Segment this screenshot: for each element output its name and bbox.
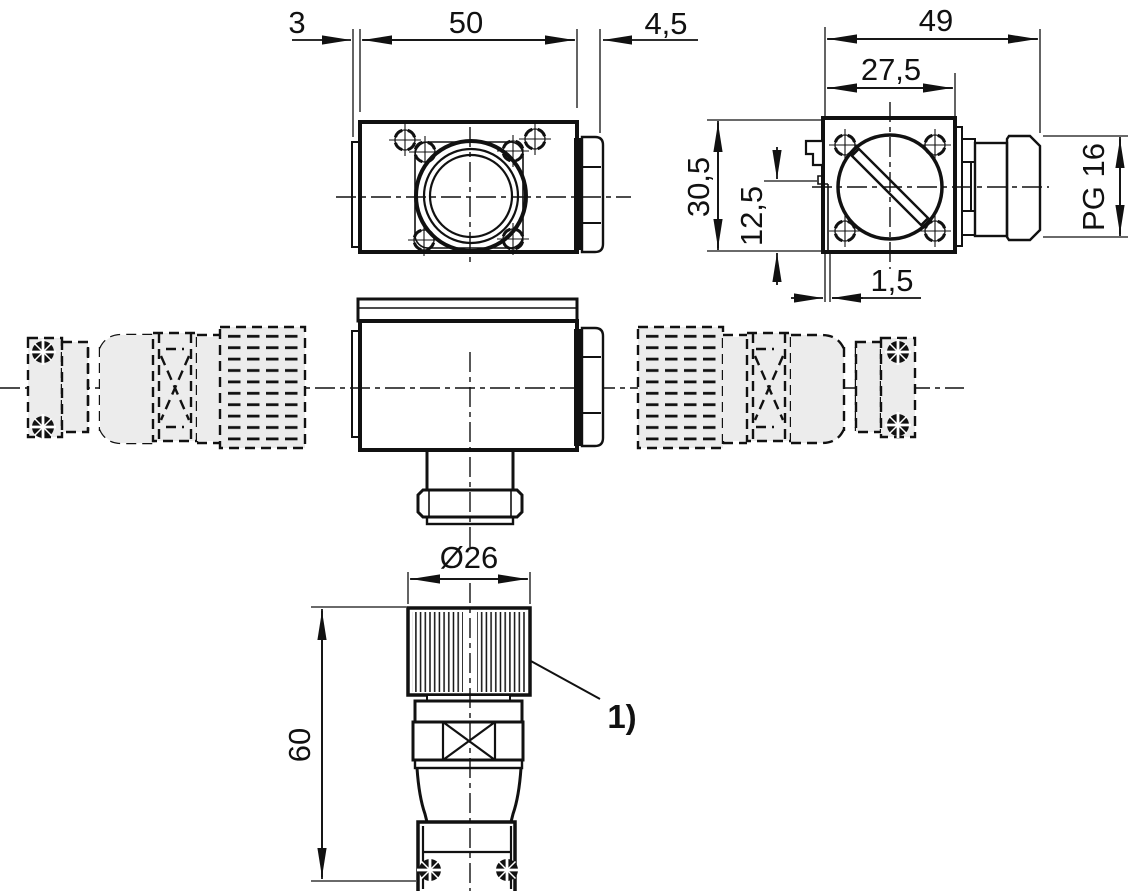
footnote-ref-label: 1) [607, 698, 636, 735]
band-x-mark [442, 721, 496, 761]
phantom-body-block [854, 340, 883, 434]
dim-label-3: 3 [288, 5, 305, 40]
gland-thread-cap [1005, 134, 1042, 242]
screw-hole-icon [495, 133, 531, 169]
dim-label-30-5: 30,5 [681, 157, 716, 217]
mating-connector-right-phantom [636, 325, 917, 450]
socket-bore-outer [414, 139, 528, 253]
front-view [0, 297, 964, 547]
housing-front [351, 297, 605, 547]
socket-ring [416, 488, 524, 519]
socket-bore-middle [422, 147, 520, 245]
phantom-bell [791, 428, 846, 445]
gland-barrel [973, 141, 1009, 238]
plug-bell-right [509, 767, 523, 823]
dim-label-1-5: 1,5 [870, 263, 913, 298]
housing-tab [804, 139, 825, 167]
terminal-block [416, 820, 517, 891]
gland-ear-bottom [961, 210, 976, 236]
phantom-x-mark [753, 355, 785, 421]
dim-label-50: 50 [449, 5, 483, 40]
screw-hole-icon [917, 127, 953, 163]
housing-cover [356, 297, 579, 323]
top-view: 3 50 4,5 [288, 5, 698, 266]
plug-collar [413, 699, 524, 724]
phantom-fill [723, 337, 747, 441]
dim-label-12-5: 12,5 [734, 186, 769, 246]
knurl-lines [412, 612, 463, 692]
gland-nut [580, 135, 605, 254]
knurl-lines [477, 612, 527, 692]
gland-waist [961, 161, 972, 212]
knurl-dashes [224, 332, 301, 443]
screw-head-icon [415, 855, 445, 885]
phantom-body-block [60, 340, 90, 434]
screw-hole-icon [827, 213, 863, 249]
gland-flange-bar [574, 138, 582, 250]
dim-label-dia26: Ø26 [440, 540, 499, 575]
phantom-bell-fill [100, 335, 155, 443]
dim-label-60: 60 [282, 728, 317, 762]
phantom-bell-fill [791, 335, 844, 443]
gland-nut [580, 326, 605, 448]
screw-hole-icon [517, 121, 553, 157]
phantom-fill [197, 337, 220, 441]
dim-label-4-5: 4,5 [644, 6, 687, 41]
footnote-leader-line [528, 659, 601, 700]
gland-flange-bar [574, 329, 582, 446]
gland-ear-top [961, 138, 976, 163]
socket-bore-inner [428, 153, 514, 239]
side-view: 49 27,5 30,5 12,5 [681, 3, 1128, 303]
plug-bell-left [415, 767, 429, 823]
phantom-bell [791, 333, 846, 350]
housing-outline [358, 319, 579, 452]
dim-label-27-5: 27,5 [861, 52, 921, 87]
plug-view: Ø26 60 1) [282, 540, 637, 891]
dim-label-49: 49 [919, 3, 953, 38]
dim-label-pg16: PG 16 [1076, 143, 1111, 231]
housing-step [817, 175, 828, 185]
mating-connector-left-phantom [26, 325, 307, 450]
knurl-dashes [642, 332, 719, 443]
plug-collar-lower [413, 758, 524, 770]
phantom-x-mark [159, 355, 191, 421]
